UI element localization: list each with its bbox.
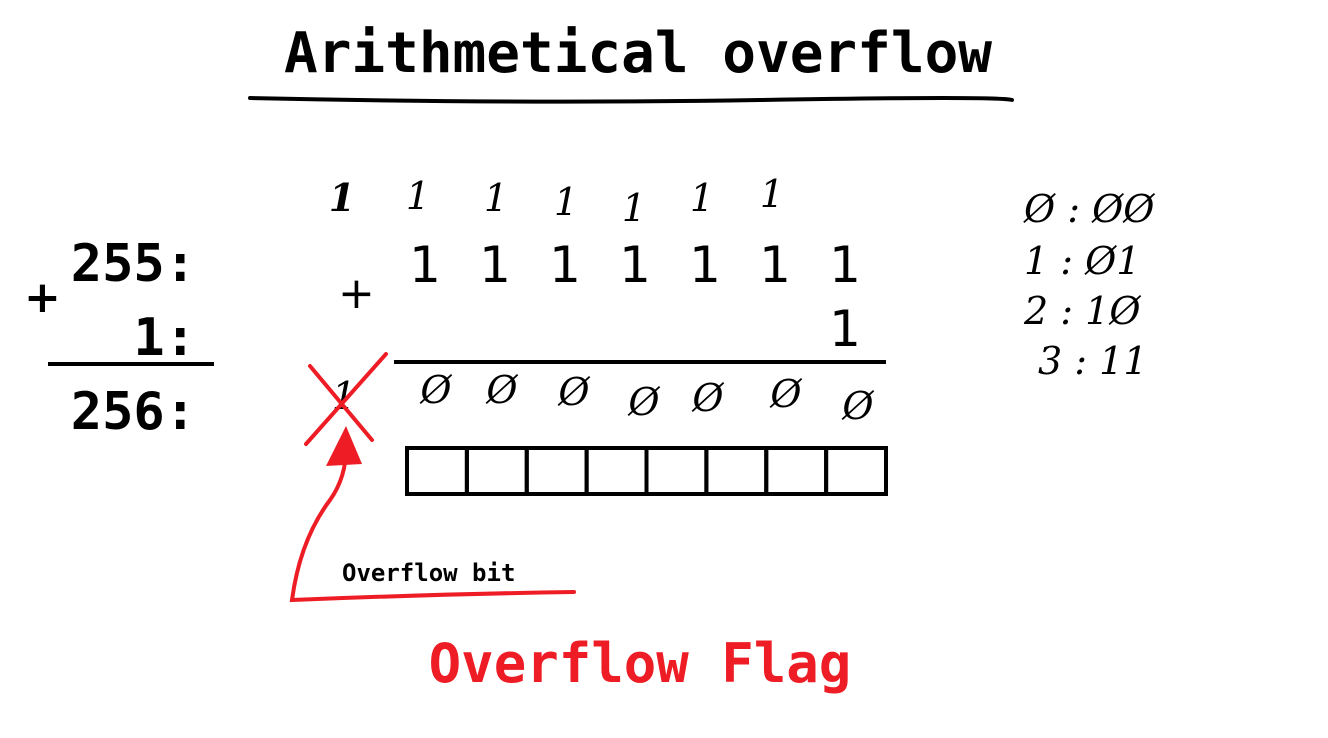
- operand-b-bit: 1: [829, 300, 861, 358]
- carry-digit: 1: [483, 176, 509, 220]
- legend-number: 3: [1038, 339, 1063, 383]
- legend-number: 2: [1024, 289, 1049, 333]
- decimal-sum: 256:: [70, 382, 196, 442]
- legend-row: 3 : 11: [1038, 339, 1148, 383]
- register-cell: [644, 446, 709, 496]
- operand-a-bit: 1: [619, 236, 651, 294]
- overflow-arrow-line: [289, 438, 576, 603]
- register-cell: [464, 446, 529, 496]
- result-bit: Ø: [692, 376, 724, 420]
- legend-number: 1: [1024, 239, 1049, 283]
- overflow-flag-label: Overflow Flag: [428, 632, 852, 695]
- legend-bits: 1Ø: [1085, 289, 1141, 333]
- operand-a-bit: 1: [829, 236, 861, 294]
- operand-a-bit: 1: [759, 236, 791, 294]
- result-bit: Ø: [628, 380, 660, 424]
- operand-a-bit: 1: [689, 236, 721, 294]
- result-bit: Ø: [770, 372, 802, 416]
- operand-a-bit: 1: [409, 236, 441, 294]
- legend-bits: Ø1: [1085, 239, 1141, 283]
- operand-a-bit: 1: [549, 236, 581, 294]
- carry-digit: 1: [621, 186, 647, 230]
- result-bit: Ø: [486, 368, 518, 412]
- register-cell: [704, 446, 769, 496]
- decimal-plus-sign: +: [24, 272, 61, 323]
- carry-digit: 1: [405, 174, 431, 218]
- result-bit: Ø: [842, 384, 874, 428]
- legend-row: 1 : Ø1: [1024, 239, 1141, 283]
- decimal-operand-a: 255:: [70, 234, 196, 294]
- carry-digit: 1: [689, 176, 715, 220]
- register-cell: [584, 446, 649, 496]
- legend-bits: 11: [1099, 339, 1148, 383]
- legend-row: Ø : ØØ: [1024, 187, 1155, 231]
- legend-row: 2 : 1Ø: [1024, 289, 1141, 333]
- result-bit: Ø: [558, 370, 590, 414]
- register-cells: [405, 446, 888, 496]
- legend-bits: ØØ: [1092, 187, 1155, 231]
- overflow-cross: [304, 352, 388, 446]
- top-carry-digit: 1: [328, 175, 356, 220]
- register-cell: [524, 446, 589, 496]
- operand-a-bit: 1: [479, 236, 511, 294]
- decimal-operand-b: 1:: [133, 308, 196, 368]
- register-cell: [824, 446, 888, 496]
- title-underline: [248, 96, 1014, 104]
- overflow-bit-label: Overflow bit: [342, 559, 516, 587]
- page-title: Arithmetical overflow: [283, 21, 992, 86]
- legend-number: Ø: [1024, 187, 1056, 231]
- register-cell: [764, 446, 829, 496]
- binary-plus-sign: +: [338, 268, 375, 319]
- carry-digit: 1: [759, 172, 785, 216]
- carry-digit: 1: [553, 180, 579, 224]
- register-cell: [405, 446, 469, 496]
- overflow-arrow-head: [326, 426, 362, 466]
- result-bit: Ø: [420, 368, 452, 412]
